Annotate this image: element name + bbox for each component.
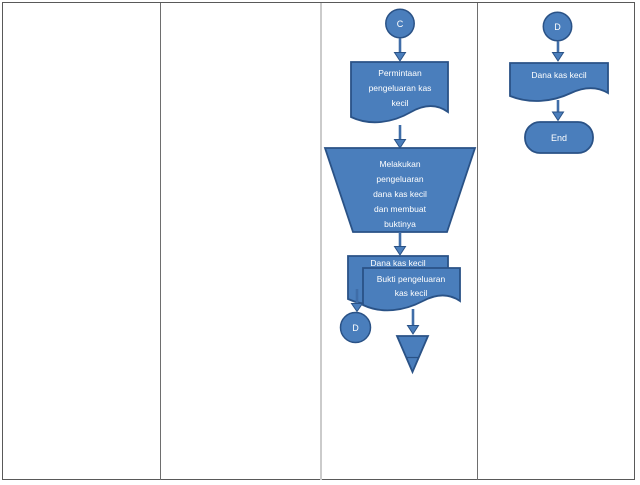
operation-label-line: buktinya [384, 219, 416, 229]
document-label-line: Permintaan [378, 68, 422, 78]
manual-operation-melakukan-pengeluaran[interactable]: Melakukan pengeluaran dana kas kecil dan… [323, 147, 477, 233]
operation-label-line: Melakukan [379, 159, 420, 169]
document-label-line: kas kecil [395, 288, 428, 298]
column-divider-3 [477, 3, 478, 480]
document-dana-kas-kecil-col4[interactable]: Dana kas kecil [509, 62, 609, 102]
column-divider-1 [160, 3, 161, 480]
connector-c-label: C [397, 19, 404, 29]
document-permintaan-pengeluaran[interactable]: Permintaan pengeluaran kas kecil [350, 61, 449, 124]
operation-label-line: dan membuat [374, 204, 427, 214]
document-label-line: pengeluaran kas [369, 83, 432, 93]
arrow-bukti-to-archive[interactable] [406, 309, 420, 335]
arrow-operation-to-documents[interactable] [393, 232, 407, 256]
archive-triangle[interactable] [395, 335, 430, 375]
column-divider-2 [320, 3, 322, 480]
operation-label-line: dana kas kecil [373, 189, 427, 199]
connector-d-label: D [352, 323, 359, 333]
arrow-permintaan-to-operation[interactable] [393, 125, 407, 149]
arrow-dana-to-connector-d[interactable] [350, 289, 364, 313]
document-label-line: kecil [391, 98, 408, 108]
terminator-end[interactable]: End [524, 121, 594, 154]
connector-circle-c[interactable]: C [385, 8, 415, 39]
connector-circle-d-col4[interactable]: D [542, 11, 573, 42]
table-frame [2, 2, 635, 480]
document-label-line: Dana kas kecil [531, 70, 586, 80]
end-label: End [551, 133, 567, 143]
document-label-line: Dana kas kecil [370, 258, 425, 268]
arrow-c-to-permintaan[interactable] [393, 38, 407, 62]
arrow-dana-to-end[interactable] [551, 100, 565, 122]
connector-circle-d-col3[interactable]: D [339, 311, 372, 344]
document-label-line: Bukti pengeluaran [377, 274, 446, 284]
arrow-d-to-dana[interactable] [551, 41, 565, 62]
operation-label-line: pengeluaran [376, 174, 424, 184]
document-bukti-pengeluaran[interactable]: Bukti pengeluaran kas kecil [362, 267, 461, 312]
connector-d-label: D [554, 22, 561, 32]
